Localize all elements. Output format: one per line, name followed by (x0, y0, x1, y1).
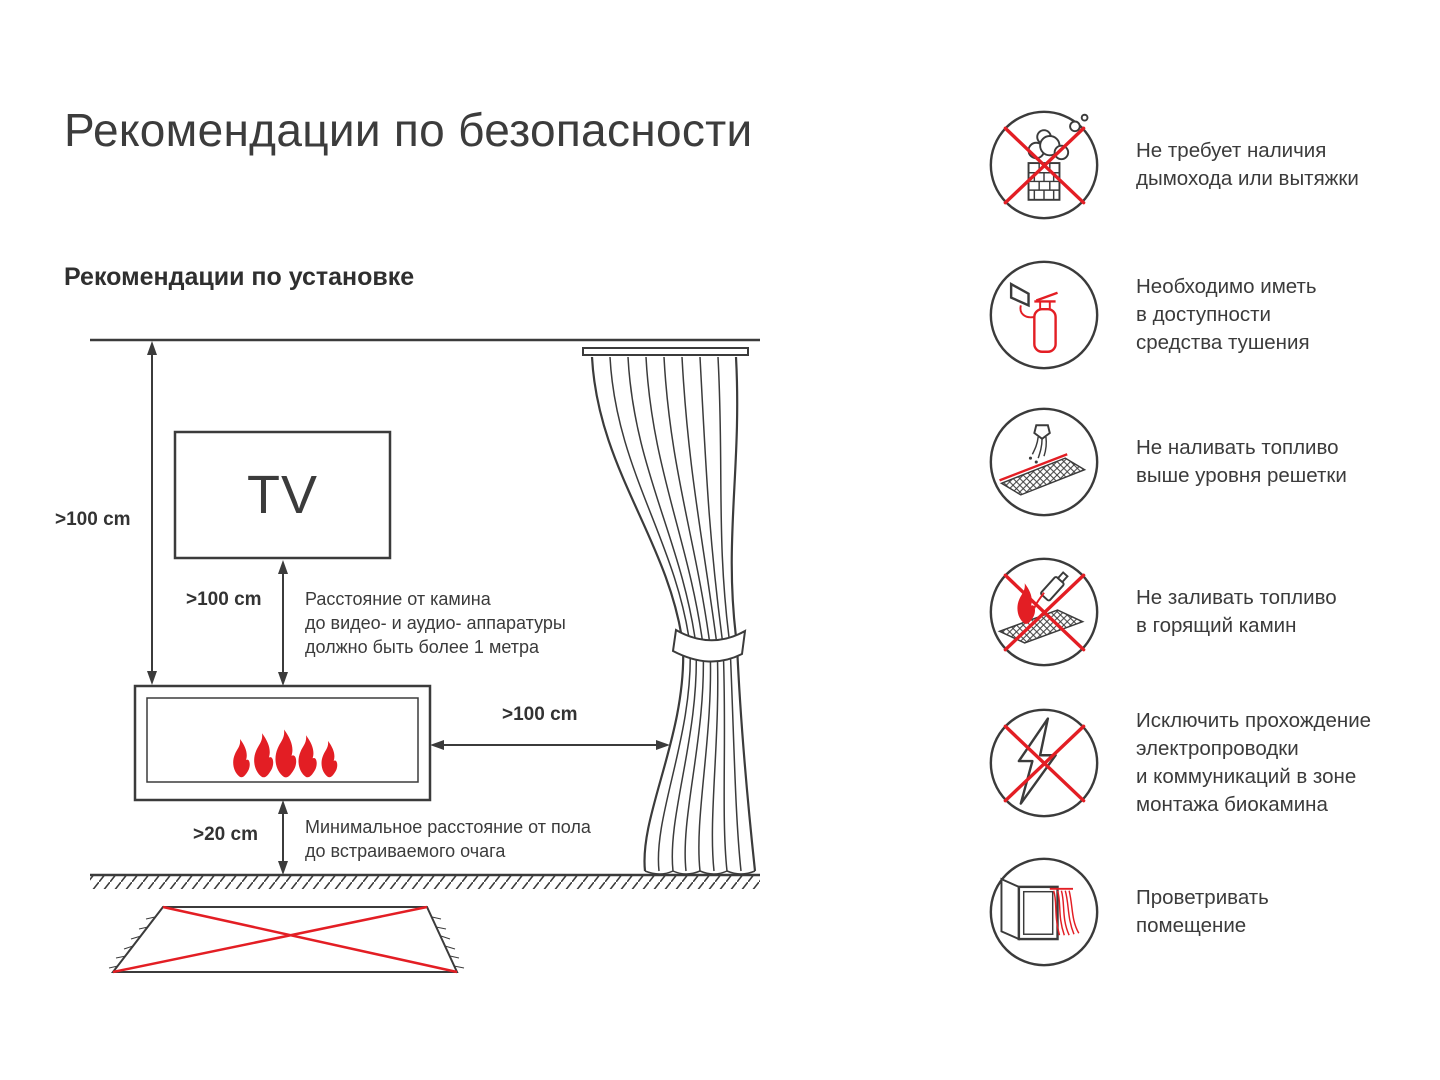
dim-label-floor: >20 cm (193, 824, 258, 845)
fireplace (133, 684, 432, 802)
fire-extinguisher-icon (989, 260, 1099, 370)
safety-item-no-chimney: Не требует наличия дымохода или вытяжки (986, 107, 1359, 223)
note-floor-distance: Минимальное расстояние от пола до встраи… (305, 817, 591, 861)
installation-diagram (90, 338, 760, 974)
safety-item-no-refuel: Не заливать топливо в горящий камин (986, 554, 1337, 670)
safety-item-extinguisher: Необходимо иметь в доступности средства … (986, 257, 1317, 373)
no-refuel-burning-icon (989, 557, 1099, 667)
dim-arrow-side (430, 740, 670, 750)
tv-box (173, 430, 392, 560)
tv-label: TV (246, 465, 318, 525)
floor-line (90, 873, 760, 889)
dim-arrow-tv (278, 560, 288, 686)
dim-label-side: >100 cm (502, 704, 578, 725)
ventilate-icon (989, 857, 1099, 967)
curtain-tie (671, 628, 747, 663)
dim-label-tv: >100 cm (186, 589, 262, 610)
fuel-level-icon (989, 407, 1099, 517)
no-chimney-icon (989, 110, 1099, 220)
note-tv-distance: Расстояние от камина до видео- и аудио- … (305, 589, 566, 657)
safety-caption: Исключить прохождение электропроводки и … (1136, 709, 1372, 816)
curtain (582, 347, 757, 875)
dim-arrow-ceiling (147, 341, 157, 685)
dim-label-ceiling: >100 cm (55, 509, 131, 530)
dim-arrow-floor (278, 800, 288, 875)
safety-caption: Не заливать топливо в горящий камин (1136, 586, 1337, 637)
safety-item-fuel-level: Не наливать топливо выше уровня решетки (986, 404, 1347, 520)
safety-caption: Необходимо иметь в доступности средства … (1136, 275, 1317, 354)
page-title: Рекомендации по безопасности (64, 104, 753, 156)
section-subtitle: Рекомендации по установке (64, 263, 415, 291)
safety-caption: Не требует наличия дымохода или вытяжки (1136, 139, 1359, 190)
safety-caption: Проветривать помещение (1136, 886, 1269, 937)
safety-caption: Не наливать топливо выше уровня решетки (1136, 436, 1347, 487)
safety-item-no-wiring: Исключить прохождение электропроводки и … (986, 705, 1371, 821)
safety-item-ventilate: Проветривать помещение (986, 854, 1269, 970)
no-wiring-icon (989, 708, 1099, 818)
no-carpet-icon (108, 905, 465, 974)
